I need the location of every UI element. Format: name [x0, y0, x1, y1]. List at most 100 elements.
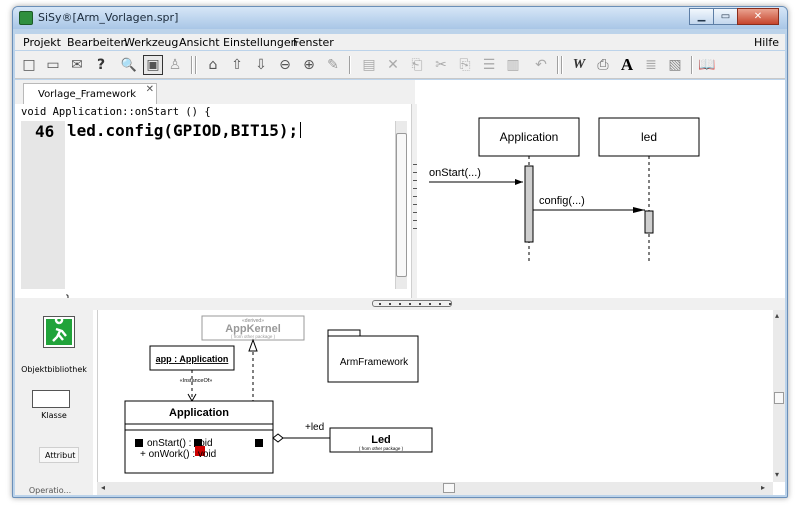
code-line-input[interactable]: led.config(GPIOD,BIT15); [67, 121, 377, 140]
toolbar-separator [561, 56, 563, 74]
columns-icon[interactable]: ▥ [506, 57, 520, 73]
menu-einstellungen[interactable]: Einstellungen [223, 36, 298, 49]
canvas-vertical-scroll-thumb[interactable] [774, 392, 784, 404]
close-button[interactable]: ✕ [737, 8, 779, 25]
zoom-in-icon[interactable]: ⊕ [303, 57, 315, 73]
font-icon[interactable]: A [620, 55, 634, 74]
canvas-vertical-scrollbar[interactable]: ▴ ▾ [773, 310, 785, 482]
operation-onstart[interactable]: onStart() : void [147, 438, 213, 449]
arrowhead-icon [515, 179, 523, 185]
operation-onwork[interactable]: + onWork() : void [140, 449, 216, 460]
vertical-splitter[interactable] [411, 104, 417, 298]
toolbar-separator [557, 56, 559, 74]
tab-vorlage-framework[interactable]: Vorlage_Framework ✕ [23, 83, 157, 104]
horizontal-splitter[interactable] [15, 298, 785, 310]
home-icon[interactable]: ⌂ [208, 57, 218, 73]
menu-bar: Projekt Bearbeiten Werkzeug Ansicht Eins… [15, 34, 785, 50]
toolbar-separator [691, 56, 693, 74]
led-class-box[interactable] [329, 427, 433, 453]
object-library-icon[interactable] [43, 316, 75, 348]
edit-icon[interactable]: ✎ [327, 57, 339, 73]
instance-object-box[interactable] [149, 345, 235, 371]
tab-close-icon[interactable]: ✕ [145, 84, 154, 95]
scroll-down-arrow-icon[interactable]: ▾ [775, 470, 780, 479]
list-icon[interactable]: ≣ [645, 57, 657, 73]
message-config-label: config(...) [539, 195, 585, 207]
mail-icon[interactable]: ✉ [71, 57, 83, 73]
cut-icon[interactable]: ✂ [435, 57, 447, 73]
menu-bearbeiten[interactable]: Bearbeiten [67, 36, 128, 49]
arrow-up-icon[interactable]: ⇧ [231, 57, 243, 73]
book-icon[interactable]: 📖 [698, 57, 716, 73]
toolbar-separator [195, 56, 197, 74]
appkernel-class-box[interactable] [201, 315, 305, 341]
led-class-package: ( from other package ) [359, 446, 404, 451]
activation-application[interactable] [524, 165, 534, 243]
document-icon[interactable]: ▤ [362, 57, 376, 73]
binoculars-icon[interactable]: 🔍 [120, 57, 138, 73]
copy-icon[interactable]: ⎘ [459, 57, 471, 73]
menu-ansicht[interactable]: Ansicht [179, 36, 220, 49]
selection-handle-icon[interactable] [194, 439, 202, 447]
splitter-grip-icon[interactable] [413, 164, 417, 234]
zoom-out-icon[interactable]: ⊖ [279, 57, 291, 73]
maximize-button[interactable]: ▭ [713, 8, 738, 25]
delete-icon[interactable]: ✕ [387, 57, 399, 73]
printer-icon[interactable]: ⎙ [597, 57, 609, 73]
menu-projekt[interactable]: Projekt [23, 36, 61, 49]
lifeline-application-box[interactable] [478, 117, 580, 157]
sequence-diagram[interactable]: Application led onStart(...) config(...) [419, 104, 781, 298]
toolbar: □ ▭ ✉ ? 🔍 ▣ ♙ ⌂ ⇧ ⇩ ⊖ ⊕ ✎ ▤ ✕ ⎗ ✂ ⎘ ☰ ▥ … [15, 51, 785, 79]
canvas-horizontal-scroll-thumb[interactable] [443, 483, 455, 493]
armframework-package-label: ArmFramework [340, 357, 409, 368]
editor-vertical-scrollbar[interactable] [395, 121, 407, 289]
application-class-box[interactable] [124, 400, 274, 474]
selection-handle-red-icon[interactable] [195, 446, 205, 456]
scroll-right-arrow-icon[interactable]: ▸ [761, 483, 766, 492]
scroll-left-arrow-icon[interactable]: ◂ [101, 483, 106, 492]
editor-vertical-scroll-thumb[interactable] [396, 133, 407, 277]
lifeline-led-label: led [641, 130, 657, 144]
arrow-down-icon[interactable]: ⇩ [255, 57, 267, 73]
sisy-app-icon [19, 11, 33, 25]
object-library-label: Objektbibliothek [21, 365, 87, 374]
armframework-package[interactable] [327, 329, 419, 383]
arrowhead-icon [633, 207, 645, 213]
open-folder-icon[interactable]: ▭ [46, 57, 60, 73]
class-tool-icon[interactable] [32, 390, 70, 408]
align-icon[interactable]: ☰ [482, 57, 496, 73]
class-tool-label: Klasse [41, 411, 67, 420]
new-file-icon[interactable]: □ [22, 57, 36, 73]
menu-fenster[interactable]: Fenster [293, 36, 334, 49]
active-view-icon[interactable]: ▣ [143, 55, 163, 75]
line-number: 46 [21, 121, 65, 289]
word-icon[interactable]: W [572, 57, 586, 72]
undo-icon[interactable]: ↶ [535, 57, 547, 73]
activation-led[interactable] [644, 210, 654, 234]
scroll-up-arrow-icon[interactable]: ▴ [775, 311, 780, 320]
lifeline-led-box[interactable] [598, 117, 700, 157]
attribute-tool[interactable]: Attribut [39, 447, 79, 463]
code-function-header: void Application::onStart () { [21, 106, 211, 118]
appkernel-stereotype: «derived» [242, 318, 264, 324]
menu-werkzeug[interactable]: Werkzeug [124, 36, 179, 49]
instance-object-label: app : Application [156, 354, 229, 364]
selection-handle-icon[interactable] [135, 439, 143, 447]
operation-tool-label[interactable]: Operatio... [28, 486, 72, 495]
appkernel-name: AppKernel [225, 323, 281, 335]
page-icon[interactable]: ▧ [668, 57, 682, 73]
class-diagram-canvas[interactable]: «derived» AppKernel ( from other package… [97, 310, 773, 482]
paste-icon[interactable]: ⎗ [411, 57, 423, 73]
message-onstart-label: onStart(...) [429, 167, 481, 179]
splitter-grip-icon[interactable] [372, 300, 452, 307]
chess-piece-icon[interactable]: ♙ [168, 57, 182, 73]
lifeline-application-label: Application [500, 130, 559, 144]
code-editor[interactable]: void Application::onStart () { 46 led.co… [21, 104, 407, 310]
minimize-button[interactable]: ▁ [689, 8, 714, 25]
canvas-horizontal-scrollbar[interactable]: ◂ ▸ [97, 482, 773, 495]
menu-hilfe[interactable]: Hilfe [753, 36, 779, 49]
help-icon[interactable]: ? [96, 57, 106, 73]
appkernel-package: ( from other package ) [231, 334, 276, 339]
selection-handle-icon[interactable] [255, 439, 263, 447]
title-bar[interactable]: SiSy®[Arm_Vorlagen.spr] ▁ ▭ ✕ [13, 7, 787, 29]
